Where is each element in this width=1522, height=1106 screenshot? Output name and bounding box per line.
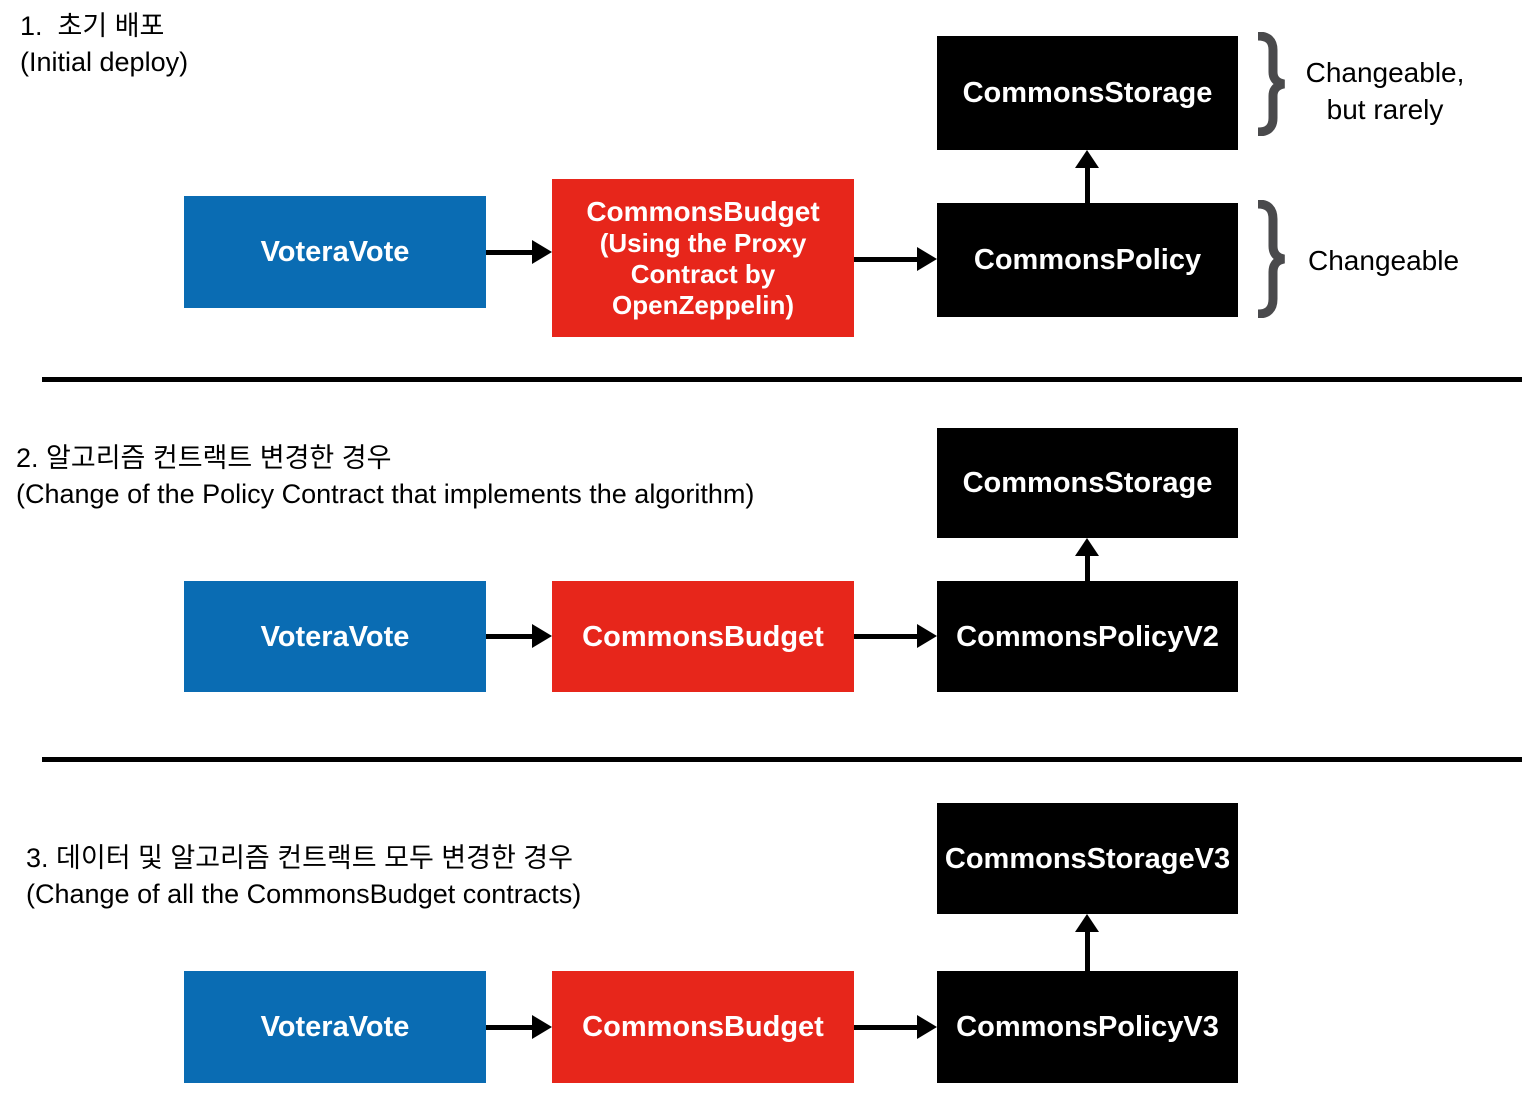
- arrow-votera-to-budget-s3: [486, 1015, 552, 1039]
- section1-heading-korean: 1. 초기 배포: [20, 11, 165, 41]
- note-line: Changeable,: [1305, 57, 1465, 88]
- arrow-shaft: [1084, 927, 1090, 971]
- node-label: VoteraVote: [260, 1011, 410, 1043]
- node-sublabel: (Using the Proxy Contract by OpenZeppeli…: [599, 227, 807, 320]
- node-commons-policy-s1: CommonsPolicy: [937, 203, 1238, 317]
- section1-heading: 1. 초기 배포 (Initial deploy): [20, 8, 188, 80]
- node-label: CommonsPolicy: [973, 244, 1202, 276]
- arrow-head-icon: [917, 624, 937, 648]
- node-label: CommonsPolicyV2: [956, 620, 1219, 653]
- section2-heading: 2. 알고리즘 컨트랙트 변경한 경우 (Change of the Polic…: [16, 440, 754, 512]
- node-commons-budget-s1: CommonsBudget (Using the Proxy Contract …: [552, 179, 854, 337]
- section3-heading-korean: 3. 데이터 및 알고리즘 컨트랙트 모두 변경한 경우: [26, 843, 573, 873]
- node-label: CommonsStorage: [962, 467, 1213, 499]
- node-commons-policy-v2-s2: CommonsPolicyV2: [937, 581, 1238, 692]
- node-commons-storage-s1: CommonsStorage: [937, 36, 1238, 150]
- note-changeable-rarely: Changeable, but rarely: [1292, 54, 1478, 128]
- node-label: VoteraVote: [260, 236, 410, 268]
- brace-storage-icon: [1252, 31, 1292, 141]
- arrow-head-icon: [532, 624, 552, 648]
- section3-heading-english: (Change of all the CommonsBudget contrac…: [26, 879, 582, 909]
- arrow-budget-to-policy-s3: [854, 1015, 937, 1039]
- arrow-votera-to-budget-s1: [486, 240, 552, 264]
- section-divider-2: [42, 757, 1522, 762]
- arrow-budget-to-policy-s1: [854, 247, 937, 271]
- section1-heading-english: (Initial deploy): [20, 47, 189, 77]
- arrow-votera-to-budget-s2: [486, 624, 552, 648]
- node-commons-budget-s3: CommonsBudget: [552, 971, 854, 1083]
- node-commons-budget-s2: CommonsBudget: [552, 581, 854, 692]
- arrow-head-icon: [532, 240, 552, 264]
- brace-policy-icon: [1252, 199, 1292, 323]
- arrow-shaft: [854, 633, 921, 639]
- node-label: CommonsBudget: [586, 195, 820, 227]
- arrow-head-icon: [917, 247, 937, 271]
- node-commons-storage-s2: CommonsStorage: [937, 428, 1238, 538]
- note-changeable: Changeable: [1308, 245, 1460, 276]
- node-label: CommonsPolicyV3: [956, 1011, 1219, 1043]
- section-divider-1: [42, 377, 1522, 382]
- node-label: VoteraVote: [260, 620, 410, 653]
- arrow-shaft: [854, 256, 921, 262]
- arrow-budget-to-policy-s2: [854, 624, 937, 648]
- arrow-shaft: [854, 1024, 921, 1030]
- node-votera-vote-s3: VoteraVote: [184, 971, 486, 1083]
- node-label: CommonsBudget: [582, 620, 824, 653]
- arrow-policy-to-storage-s1: [1075, 150, 1099, 203]
- section2-heading-korean: 2. 알고리즘 컨트랙트 변경한 경우: [16, 443, 392, 473]
- note-line: but rarely: [1326, 94, 1444, 125]
- section2-heading-english: (Change of the Policy Contract that impl…: [16, 479, 755, 509]
- node-label: CommonsStorageV3: [944, 842, 1231, 875]
- node-commons-storage-v3-s3: CommonsStorageV3: [937, 803, 1238, 914]
- arrow-policy-to-storage-s3: [1075, 914, 1099, 971]
- arrow-shaft: [486, 249, 536, 255]
- arrow-shaft: [1084, 163, 1090, 203]
- arrow-shaft: [486, 633, 536, 639]
- section3-heading: 3. 데이터 및 알고리즘 컨트랙트 모두 변경한 경우 (Change of …: [26, 840, 581, 912]
- node-votera-vote-s1: VoteraVote: [184, 196, 486, 308]
- node-label: CommonsStorage: [962, 77, 1213, 109]
- arrow-shaft: [486, 1024, 536, 1030]
- arrow-shaft: [1084, 551, 1090, 581]
- arrow-policy-to-storage-s2: [1075, 538, 1099, 581]
- node-commons-policy-v3-s3: CommonsPolicyV3: [937, 971, 1238, 1083]
- node-votera-vote-s2: VoteraVote: [184, 581, 486, 692]
- arrow-head-icon: [1075, 150, 1099, 168]
- arrow-head-icon: [1075, 914, 1099, 932]
- arrow-head-icon: [1075, 538, 1099, 556]
- arrow-head-icon: [532, 1015, 552, 1039]
- node-label: CommonsBudget: [582, 1011, 824, 1043]
- arrow-head-icon: [917, 1015, 937, 1039]
